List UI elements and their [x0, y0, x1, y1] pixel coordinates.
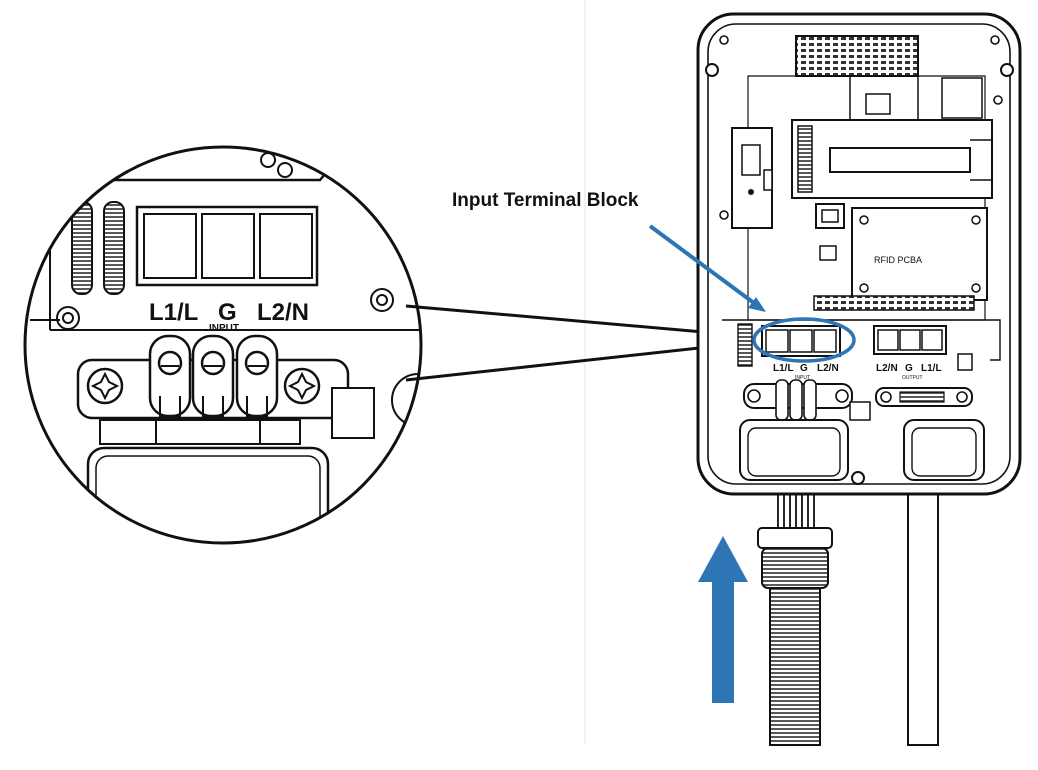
device-output-caption: OUTPUT — [902, 375, 923, 381]
zoom-star-screw-left — [86, 367, 124, 405]
callout-label: Input Terminal Block — [452, 190, 639, 211]
highlight-ellipse — [752, 317, 856, 363]
device-output-l1: L1/L — [921, 363, 942, 374]
device-input-caption: INPUT — [795, 375, 810, 381]
device-output-terminal-block: L2/N G L1/L OUTPUT — [873, 325, 947, 381]
mounting-pole — [907, 479, 939, 746]
device-output-l2: L2/N — [876, 363, 898, 374]
zoom-star-screw-right — [283, 367, 321, 405]
zoom-label-g: G — [218, 299, 237, 326]
device-input-g: G — [800, 363, 808, 374]
conduit-cable — [757, 480, 833, 746]
zoom-circle-border — [23, 145, 423, 545]
zoom-lugs — [148, 334, 279, 420]
device-input-l1: L1/L — [773, 363, 794, 374]
zoom-screw-left — [56, 306, 80, 330]
zoom-label-l2: L2/N — [257, 299, 309, 326]
charger-device: RFID PCBA L1/L G L2/N INPUT L2/N G L1/L … — [696, 12, 1022, 746]
zoom-input-label: INPUT — [209, 323, 239, 334]
device-output-g: G — [905, 363, 913, 374]
zoom-label-l1: L1/L — [149, 299, 198, 326]
rfid-pcba-label: RFID PCBA — [874, 255, 922, 265]
callout-arrow — [648, 224, 766, 312]
zoom-detail-view: L1/L G L2/N INPUT — [23, 145, 423, 545]
device-input-terminal-block: L1/L G L2/N INPUT — [761, 325, 841, 381]
device-input-l2: L2/N — [817, 363, 839, 374]
zoom-screw-right — [370, 288, 394, 312]
cable-entry-arrow — [698, 536, 748, 703]
